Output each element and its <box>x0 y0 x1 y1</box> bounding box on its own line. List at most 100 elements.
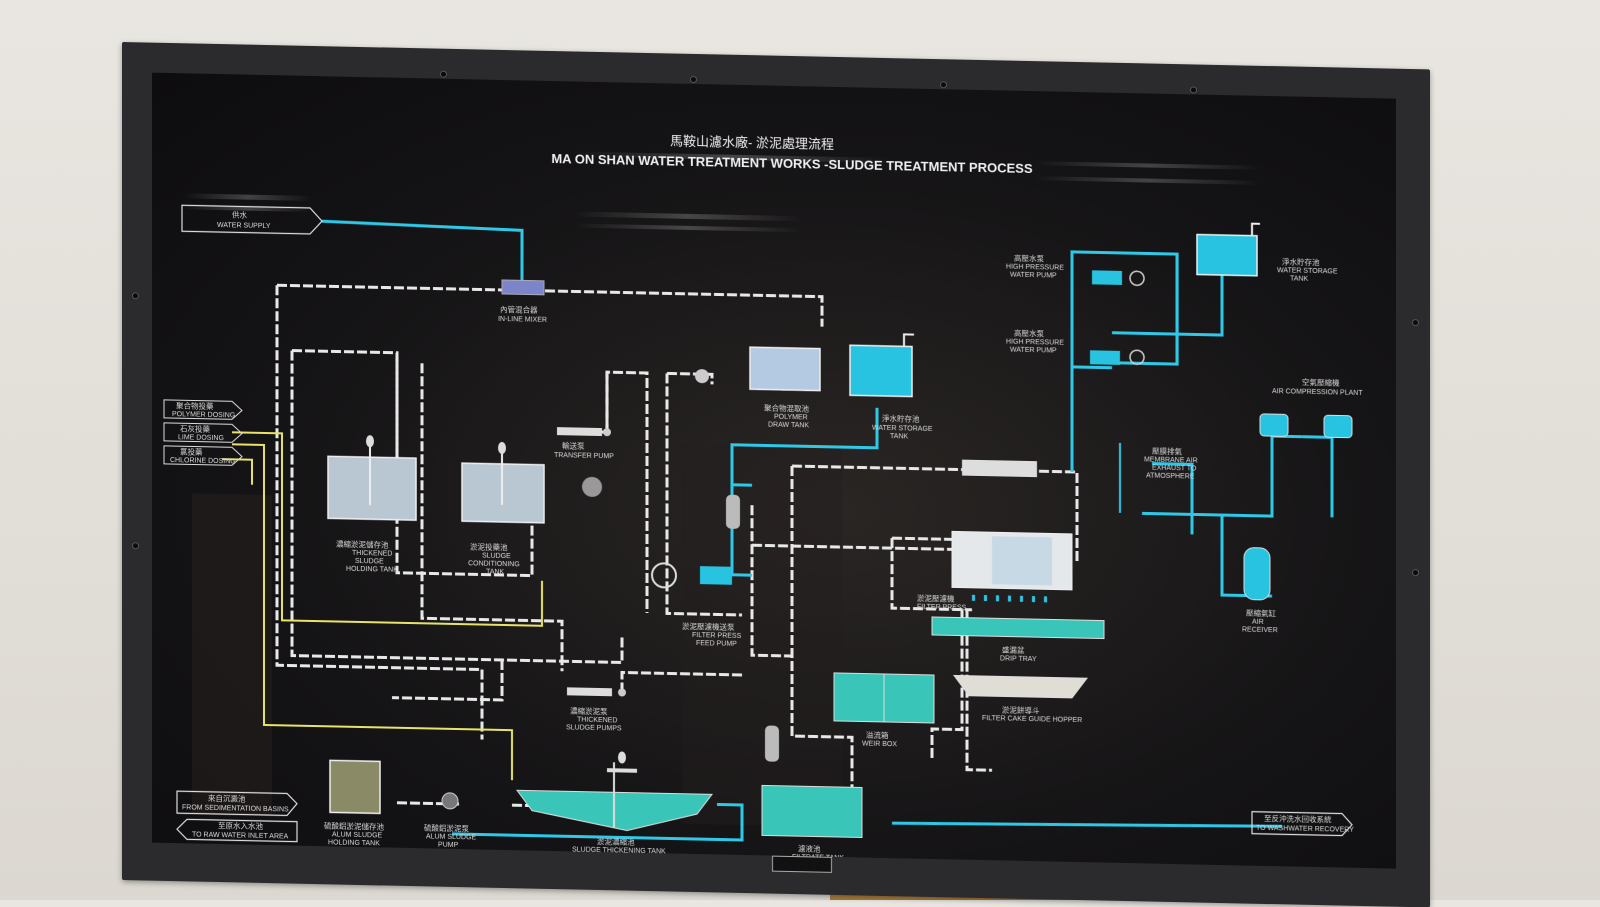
diagram-label: TO RAW WATER INLET AREA <box>192 831 289 840</box>
process-diagram-panel: 馬鞍山濾水廠- 淤泥處理流程 MA ON SHAN WATER TREATMEN… <box>152 72 1396 869</box>
frame-screw <box>1412 569 1419 577</box>
diagram-label: AIR COMPRESSION PLANT <box>1272 388 1363 397</box>
diagram-label: 淤泥餅導斗 <box>1002 704 1040 715</box>
diagram-label: ALUM SLUDGE <box>426 833 477 841</box>
diagram-label: ALUM SLUDGE <box>332 831 383 839</box>
diagram-label: DRAW TANK <box>768 422 809 430</box>
diagram-label: 壓縮氣缸 <box>1246 608 1276 619</box>
diagram-label: 硫酸鋁淤泥泵 <box>424 822 469 833</box>
dosing-tags: 聚合物投藥 POLYMER DOSING 石灰投藥 LIME DOSING 氯投… <box>163 399 243 466</box>
transfer-pump: 輸送泵 TRANSFER PUMP <box>554 427 614 460</box>
diagram-label: 溢流箱 <box>866 730 889 740</box>
diagram-label: 濃縮淤泥泵 <box>570 705 608 716</box>
washwater-recovery-tag: 至反沖洗水回收系統 TO WASHWATER RECOVERY <box>1251 811 1354 837</box>
diagram-label: TANK <box>890 433 908 440</box>
diagram-label: TRANSFER PUMP <box>554 452 614 460</box>
air-receiver: 壓縮氣缸 AIR RECEIVER <box>1242 547 1278 634</box>
diagram-title: 馬鞍山濾水廠- 淤泥處理流程 MA ON SHAN WATER TREATMEN… <box>551 133 1033 176</box>
diagram-label: SLUDGE <box>482 553 511 561</box>
diagram-label: MEMBRANE AIR <box>1144 456 1198 464</box>
diagram-label: CHLORINE DOSING <box>170 457 236 465</box>
diagram-label: 淨水貯存池 <box>882 413 920 424</box>
yellow-pipes <box>222 431 543 781</box>
display-frame: 馬鞍山濾水廠- 淤泥處理流程 MA ON SHAN WATER TREATMEN… <box>122 42 1430 907</box>
thickened-sludge-pumps: 濃縮淤泥泵 THICKENED SLUDGE PUMPS <box>566 687 626 732</box>
diagram-label: HIGH PRESSURE <box>1006 339 1064 347</box>
name-plate <box>772 855 832 873</box>
diagram-label: 聚合物投藥 <box>176 400 214 411</box>
diagram-label: 高壓水泵 <box>1014 253 1044 264</box>
diagram-label: WATER PUMP <box>1010 272 1057 280</box>
diagram-label: 淤泥投藥池 <box>470 541 508 552</box>
title-chinese: 馬鞍山濾水廠- 淤泥處理流程 <box>670 133 834 151</box>
frame-screw <box>440 70 447 78</box>
diagram-label: PUMP <box>438 842 459 849</box>
diagram-label: WATER SUPPLY <box>217 222 271 230</box>
diagram-label: FILTER PRESS <box>917 604 967 612</box>
diagram-label: HIGH PRESSURE <box>1006 264 1064 272</box>
frame-screw <box>1190 86 1197 94</box>
diagram-label: FEED PUMP <box>696 640 737 648</box>
membrane-exhaust: 壓膜排氣 MEMBRANE AIR EXHAUST TO ATMOSPHERE <box>1119 442 1198 513</box>
filter-press-feed-pump: 淤泥壓濾機送泵 FILTER PRESS FEED PUMP <box>651 494 742 648</box>
inline-mixer: 內管混合器 IN-LINE MIXER <box>498 279 547 324</box>
diagram-label: EXHAUST TO <box>1152 465 1197 473</box>
diagram-label: 淨水貯存池 <box>1282 256 1320 267</box>
diagram-label: 輸送泵 <box>562 440 585 450</box>
diagram-label: 供水 <box>232 209 247 219</box>
frame-screw <box>132 292 139 300</box>
diagram-label: SLUDGE <box>355 558 384 566</box>
diagram-label: 濃縮淤泥儲存池 <box>336 538 389 549</box>
frame-screw <box>1412 319 1419 327</box>
alum-sludge-holding-tank: 硫酸鋁淤泥儲存池 ALUM SLUDGE HOLDING TANK <box>324 759 384 847</box>
diagram-label: FROM SEDIMENTATION BASINS <box>182 804 289 813</box>
diagram-label: WATER STORAGE <box>872 425 933 433</box>
diagram-label: 內管混合器 <box>500 304 538 315</box>
frame-screw <box>690 75 697 84</box>
diagram-label: HOLDING TANK <box>328 839 380 847</box>
water-storage-tank-top: 淨水貯存池 WATER STORAGE TANK <box>1196 222 1338 283</box>
diagram-label: WATER STORAGE <box>1277 267 1338 275</box>
process-diagram: 馬鞍山濾水廠- 淤泥處理流程 MA ON SHAN WATER TREATMEN… <box>163 133 1363 862</box>
diagram-label: 淤泥濃縮池 <box>597 836 635 847</box>
diagram-label: TANK <box>1290 275 1308 282</box>
drip-tray: 盛漏盆 DRIP TRAY <box>931 616 1105 663</box>
diagram-label: DRIP TRAY <box>1000 655 1037 663</box>
diagram-label: 聚合物混取池 <box>764 402 809 413</box>
thickened-sludge-holding-tank: 濃縮淤泥儲存池 THICKENED SLUDGE HOLDING TANK <box>327 435 417 574</box>
diagram-label: CONDITIONING <box>468 560 520 568</box>
diagram-label: FILTER CAKE GUIDE HOPPER <box>982 715 1082 724</box>
sludge-conditioning-tank: 淤泥投藥池 SLUDGE CONDITIONING TANK <box>461 441 545 576</box>
diagram-label: POLYMER <box>774 414 808 422</box>
diagram-label: THICKENED <box>352 550 392 558</box>
diagram-label: 至反沖洗水回收系統 <box>1264 813 1332 824</box>
diagram-label: 氯投藥 <box>180 446 203 456</box>
weir-box: 溢流箱 WEIR BOX <box>833 672 935 749</box>
diagram-label: TANK <box>486 569 504 576</box>
diagram-label: 壓膜排氣 <box>1152 446 1182 457</box>
diagram-label: 高壓水泵 <box>1014 328 1044 339</box>
glass-reflections <box>182 151 1262 828</box>
diagram-label: 石灰投藥 <box>180 423 210 434</box>
title-english: MA ON SHAN WATER TREATMENT WORKS -SLUDGE… <box>551 151 1033 176</box>
water-storage-tank-middle: 淨水貯存池 WATER STORAGE TANK <box>849 333 933 440</box>
water-supply-tag: 供水 WATER SUPPLY <box>181 204 323 235</box>
diagram-label: 淤泥壓濾機 <box>917 593 955 604</box>
high-pressure-pumps: 高壓水泵 HIGH PRESSURE WATER PUMP 高壓水泵 HIGH … <box>1006 253 1145 366</box>
diagram-label: AIR <box>1252 619 1264 626</box>
diagram-label: THICKENED <box>577 717 617 725</box>
diagram-label: RECEIVER <box>1242 626 1278 634</box>
diagram-label: WEIR BOX <box>862 741 897 749</box>
polymer-draw-tank: 聚合物混取池 POLYMER DRAW TANK <box>695 346 821 430</box>
filter-cake-guide-hopper: 淤泥餅導斗 FILTER CAKE GUIDE HOPPER <box>953 674 1088 724</box>
diagram-label: LIME DOSING <box>178 434 224 442</box>
air-compression-plant: 空氣壓縮機 AIR COMPRESSION PLANT <box>1259 377 1363 439</box>
alum-sludge-pump: 硫酸鋁淤泥泵 ALUM SLUDGE PUMP <box>424 792 477 849</box>
sedimentation-tags: 來自沉澱池 FROM SEDIMENTATION BASINS 至原水入水池 T… <box>176 790 298 843</box>
diagram-label: 盛漏盆 <box>1002 644 1025 654</box>
frame-screw <box>940 81 947 89</box>
diagram-label: ATMOSPHERE <box>1146 472 1195 480</box>
diagram-label: SLUDGE THICKENING TANK <box>572 846 666 855</box>
diagram-label: IN-LINE MIXER <box>498 316 547 324</box>
diagram-label: POLYMER DOSING <box>172 411 235 419</box>
